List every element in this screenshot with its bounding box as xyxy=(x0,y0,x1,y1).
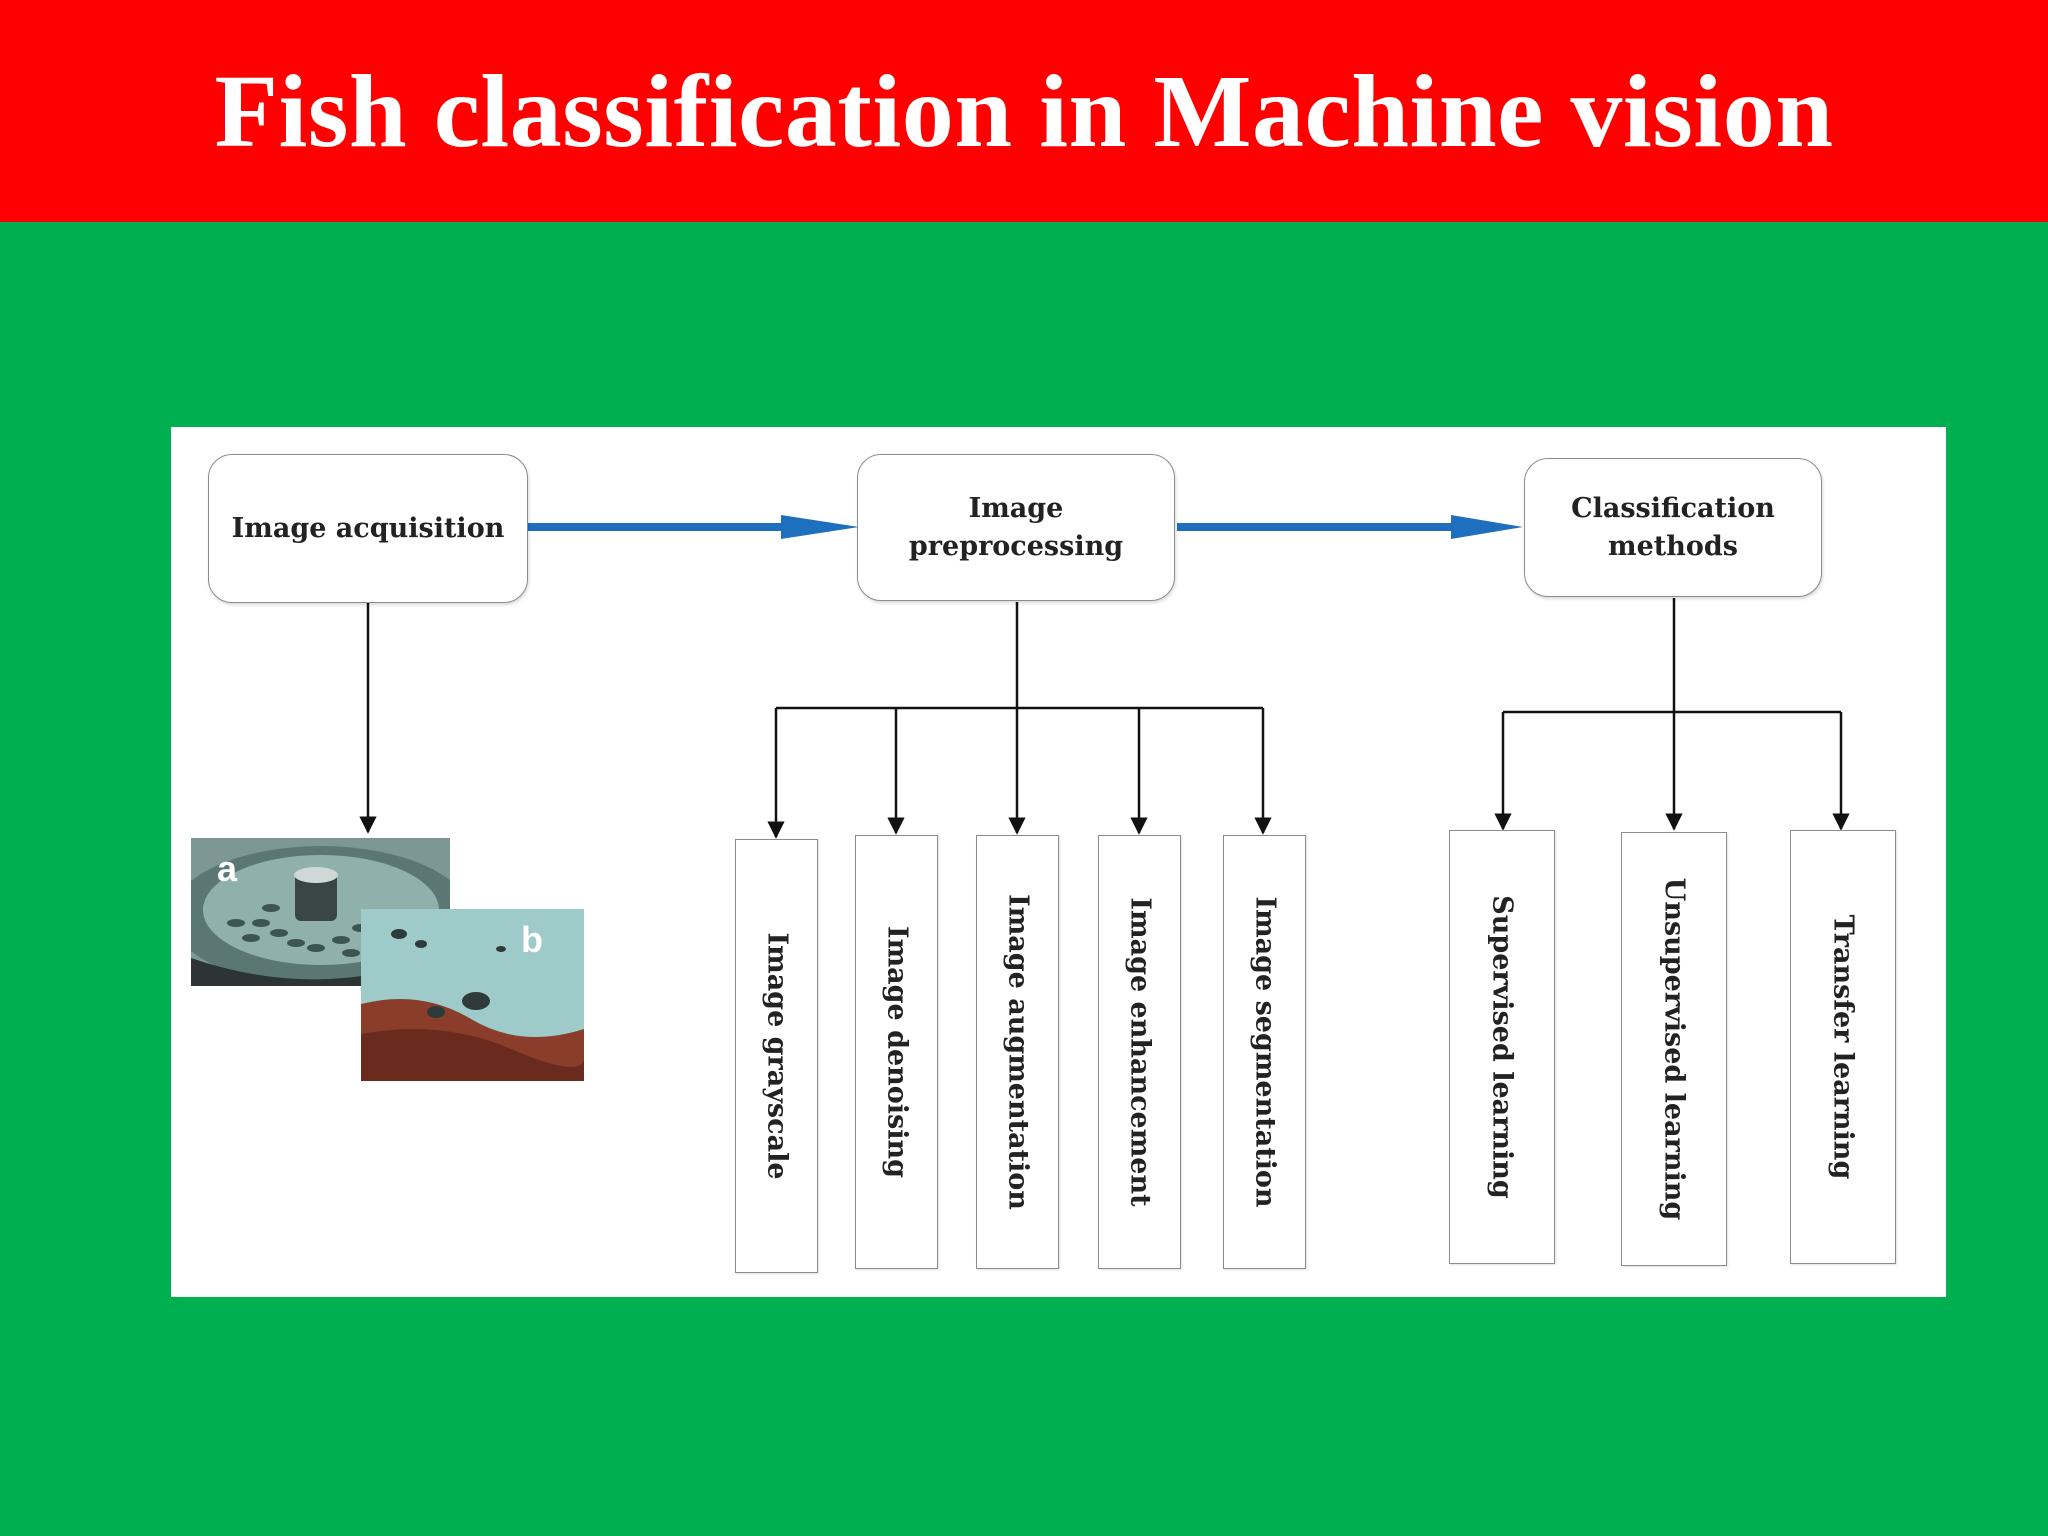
step-image-denoising-label: Image denoising xyxy=(881,925,912,1179)
step-image-augmentation: Image augmentation xyxy=(976,835,1059,1269)
method-supervised-learning: Supervised learning xyxy=(1449,830,1555,1264)
main-arrow-acquisition-to-preprocessing xyxy=(528,515,859,539)
stage-image-acquisition-label: Image acquisition xyxy=(231,512,505,544)
title-bar: Fish classification in Machine vision xyxy=(0,0,2048,222)
stage-image-acquisition: Image acquisition xyxy=(208,454,528,603)
preprocessing-branches xyxy=(767,602,1272,839)
underwater-photo: b xyxy=(361,909,584,1081)
step-image-augmentation-label: Image augmentation xyxy=(1002,894,1033,1210)
step-image-grayscale: Image grayscale xyxy=(735,839,818,1273)
method-unsupervised-learning: Unsupervised learning xyxy=(1621,832,1727,1266)
method-unsupervised-learning-label: Unsupervised learning xyxy=(1658,877,1690,1221)
method-supervised-learning-label: Supervised learning xyxy=(1486,895,1518,1199)
method-transfer-learning: Transfer learning xyxy=(1790,830,1896,1264)
diagram-panel: Image acquisition Image preprocessing Cl… xyxy=(171,427,1946,1297)
step-image-enhancement-label: Image enhancement xyxy=(1124,897,1155,1207)
step-image-denoising: Image denoising xyxy=(855,835,938,1269)
step-image-segmentation-label: Image segmentation xyxy=(1249,896,1280,1208)
stage-image-preprocessing-label: Image preprocessing xyxy=(908,492,1124,562)
slide-title: Fish classification in Machine vision xyxy=(214,53,1834,169)
underwater-image xyxy=(361,909,584,1081)
step-image-segmentation: Image segmentation xyxy=(1223,835,1306,1269)
step-image-enhancement: Image enhancement xyxy=(1098,835,1181,1269)
stage-classification-methods-label: Classification methods xyxy=(1571,492,1775,562)
step-image-grayscale-label: Image grayscale xyxy=(761,932,792,1180)
main-arrow-preprocessing-to-classification xyxy=(1177,515,1523,539)
classification-branches xyxy=(1494,598,1850,831)
connector-layer xyxy=(359,515,1850,839)
stage-classification-methods: Classification methods xyxy=(1524,458,1822,597)
photo-label-b: b xyxy=(521,919,543,960)
method-transfer-learning-label: Transfer learning xyxy=(1827,914,1859,1180)
stage-image-preprocessing: Image preprocessing xyxy=(857,454,1175,601)
photo-label-a: a xyxy=(217,848,238,889)
